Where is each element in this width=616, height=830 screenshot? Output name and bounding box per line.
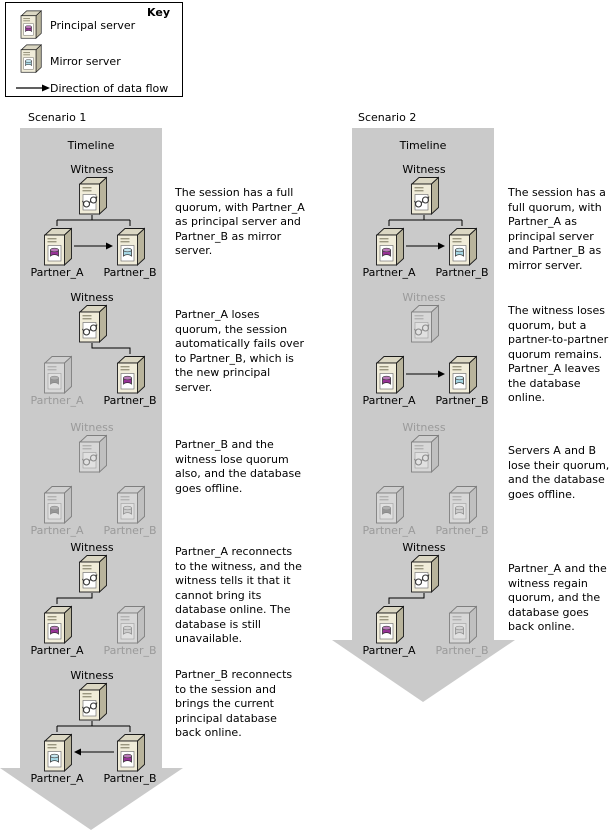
offline-server-icon [41,354,72,394]
partner-a-label: Partner_A [30,394,84,407]
offline-server-icon [114,484,145,524]
scenario1-timeline-label: Timeline [67,139,115,152]
partner-b-label: Partner_B [435,524,489,537]
witness-server-icon [408,553,439,593]
partner-a-label: Partner_A [362,524,416,537]
offline-witness-icon [408,433,439,473]
connector-lines [56,721,131,756]
scenario1-stage5: Witness Partner_A Partner_B [30,669,170,789]
partner-b-label: Partner_B [435,266,489,279]
partner-a-label: Partner_A [30,772,84,785]
witness-server-icon [76,681,107,721]
partner-b-label: Partner_B [435,644,489,657]
mirror-server-icon [18,43,42,73]
key-title: Key [147,6,170,19]
offline-server-icon [446,484,477,524]
principal-server-icon [18,9,42,39]
connector-lines [56,593,93,604]
scenario2-timeline-label: Timeline [399,139,447,152]
scenario1-stage1-description: The session has a full quorum, with Part… [175,186,305,257]
mirror-server-icon [446,354,477,394]
witness-label: Witness [402,421,446,434]
mirror-server-icon [114,226,145,266]
mirror-server-icon [41,732,72,772]
partner-a-label: Partner_A [362,394,416,407]
scenario1-title: Scenario 1 [28,111,87,124]
partner-b-label: Partner_B [103,644,157,657]
offline-server-icon [114,604,145,644]
scenario2-stage2: Witness Partner_A Partner_B [362,291,502,411]
scenario1-stage4-description: Partner_A reconnects to the witness, and… [175,545,302,645]
connector-lines [388,593,425,604]
principal-server-icon [114,354,145,394]
data-flow-arrow-icon [16,84,50,92]
witness-label: Witness [70,163,114,176]
scenario2-stage4-description: Partner_A and the witness regain quorum,… [508,562,607,633]
principal-server-icon [373,604,404,644]
scenario1-timeline-arrow [0,128,183,830]
scenario2-stage1: Witness Partner_A Partner_B [362,163,502,283]
scenario1-stage2: Witness Partner_A Partner_B [30,291,170,411]
witness-label: Witness [70,421,114,434]
scenario1-stage3: Witness Partner_A Partner_B [30,421,170,541]
connector-lines [91,343,131,354]
witness-server-icon [76,175,107,215]
data-flow-label: Direction of data flow [50,82,169,95]
scenario2-timeline-arrow [332,128,515,702]
scenario2-stage2-description: The witness loses quorum, but a partner-… [508,304,609,404]
scenario1-stage5-description: Partner_B reconnects to the session and … [175,668,293,739]
scenario2-stage3: Witness Partner_A Partner_B [362,421,502,541]
partner-b-label: Partner_B [103,394,157,407]
scenario1-stage3-description: Partner_B and the witness lose quorum al… [175,438,301,495]
witness-label: Witness [402,163,446,176]
principal-server-icon [41,226,72,266]
principal-server-icon [114,732,145,772]
principal-server-label: Principal server [50,19,136,32]
principal-server-icon [373,354,404,394]
principal-server-icon [373,226,404,266]
partner-b-label: Partner_B [103,772,157,785]
partner-b-label: Partner_B [103,266,157,279]
partner-b-label: Partner_B [435,394,489,407]
connector-lines [56,215,131,250]
witness-server-icon [76,553,107,593]
scenario2-stage1-description: The session has a full quorum, with Part… [508,186,606,272]
scenario2-stage4: Witness Partner_A Partner_B [362,541,502,661]
offline-witness-icon [76,433,107,473]
scenario1-stage4: Witness Partner_A Partner_B [30,541,170,661]
principal-server-icon [41,604,72,644]
offline-server-icon [446,604,477,644]
scenario1-stage2-description: Partner_A loses quorum, the session auto… [175,308,304,394]
witness-label: Witness [70,541,114,554]
witness-server-icon [408,175,439,215]
offline-server-icon [373,484,404,524]
offline-witness-icon [408,303,439,343]
partner-a-label: Partner_A [30,266,84,279]
offline-server-icon [41,484,72,524]
witness-label: Witness [402,541,446,554]
mirror-server-icon [446,226,477,266]
scenario1-stage1: Witness Partner_A Partner_B [30,163,170,283]
partner-a-label: Partner_A [362,644,416,657]
witness-label: Witness [70,669,114,682]
witness-label: Witness [70,291,114,304]
scenario2-stage3-description: Servers A and B lose their quorum, and t… [508,444,610,501]
witness-server-icon [76,303,107,343]
witness-label: Witness [402,291,446,304]
partner-b-label: Partner_B [103,524,157,537]
partner-a-label: Partner_A [30,644,84,657]
scenario2-title: Scenario 2 [358,111,417,124]
connector-lines [406,370,445,378]
partner-a-label: Partner_A [30,524,84,537]
connector-lines [388,215,463,250]
partner-a-label: Partner_A [362,266,416,279]
key-legend: Key Principal server Mirror server Direc… [5,2,183,97]
mirror-server-label: Mirror server [50,55,121,68]
